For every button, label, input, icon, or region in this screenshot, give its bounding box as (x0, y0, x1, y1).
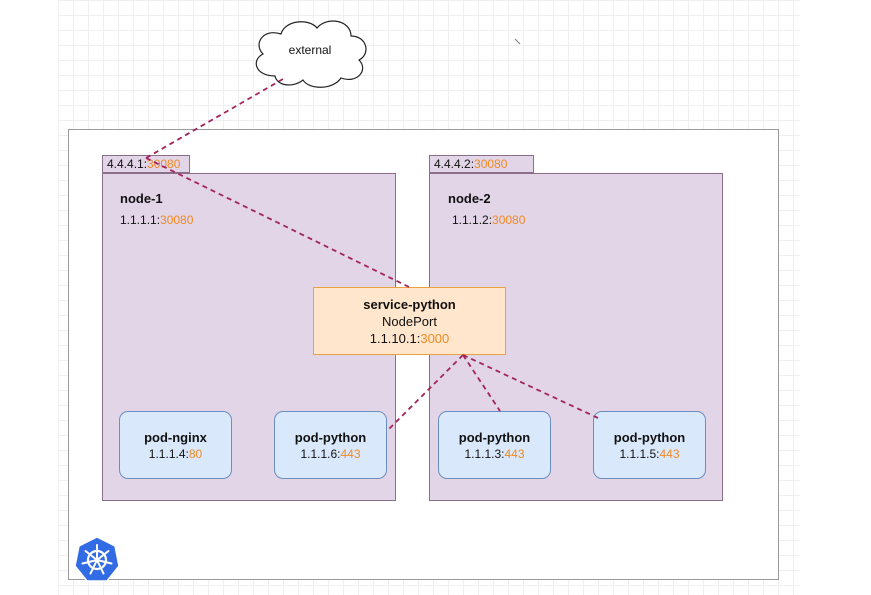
pod-address: 1.1.1.6:443 (275, 446, 386, 462)
cloud-icon (255, 20, 367, 88)
pod-address: 1.1.1.3:443 (439, 446, 550, 462)
node-2-external-port: 30080 (474, 157, 508, 171)
pod-box: pod-python 1.1.1.6:443 (274, 411, 387, 479)
pod-ip: 1.1.1.3: (464, 446, 505, 461)
pod-box: pod-python 1.1.1.3:443 (438, 411, 551, 479)
external-label: external (288, 43, 332, 57)
service-ip: 1.1.10.1: (369, 330, 421, 346)
pod-address: 1.1.1.5:443 (594, 446, 705, 462)
service-address: 1.1.10.1:3000 (314, 330, 505, 347)
node-1-internal-port: 30080 (160, 213, 194, 227)
pod-name: pod-python (458, 429, 531, 445)
pod-box: pod-python 1.1.1.5:443 (593, 411, 706, 479)
pod-port: 443 (659, 446, 680, 461)
node-1-external-port: 30080 (147, 157, 181, 171)
node-2-internal-port: 30080 (492, 213, 526, 227)
pod-ip: 1.1.1.6: (300, 446, 341, 461)
service-box: service-python NodePort 1.1.10.1:3000 (313, 287, 506, 355)
pod-address: 1.1.1.4:80 (120, 446, 231, 462)
node-2-internal-address: 1.1.1.2:30080 (452, 213, 525, 227)
node-2-title: node-2 (448, 191, 491, 206)
pod-ip: 1.1.1.5: (619, 446, 660, 461)
service-name: service-python (363, 296, 456, 312)
node-1-internal-address: 1.1.1.1:30080 (120, 213, 193, 227)
node-2-external-ip: 4.4.4.2: (434, 157, 475, 171)
external-cloud: external (247, 14, 373, 92)
pod-ip: 1.1.1.4: (148, 446, 189, 461)
node-1-external-ip: 4.4.4.1: (107, 157, 148, 171)
node-2-internal-ip: 1.1.1.2: (452, 213, 493, 227)
node-2-external-tab: 4.4.4.2:30080 (429, 155, 534, 173)
kubernetes-helm-icon (74, 536, 120, 582)
pod-name: pod-python (294, 429, 367, 445)
pod-port: 443 (504, 446, 525, 461)
node-1-external-tab: 4.4.4.1:30080 (102, 155, 190, 173)
pod-port: 80 (188, 446, 203, 461)
pod-name: pod-python (613, 429, 686, 445)
node-1-title: node-1 (120, 191, 163, 206)
service-port: 3000 (420, 330, 450, 346)
pod-name: pod-nginx (144, 429, 207, 445)
stray-mark (514, 38, 521, 45)
service-type: NodePort (382, 313, 437, 329)
pod-port: 443 (340, 446, 361, 461)
pod-box: pod-nginx 1.1.1.4:80 (119, 411, 232, 479)
node-1-internal-ip: 1.1.1.1: (120, 213, 161, 227)
